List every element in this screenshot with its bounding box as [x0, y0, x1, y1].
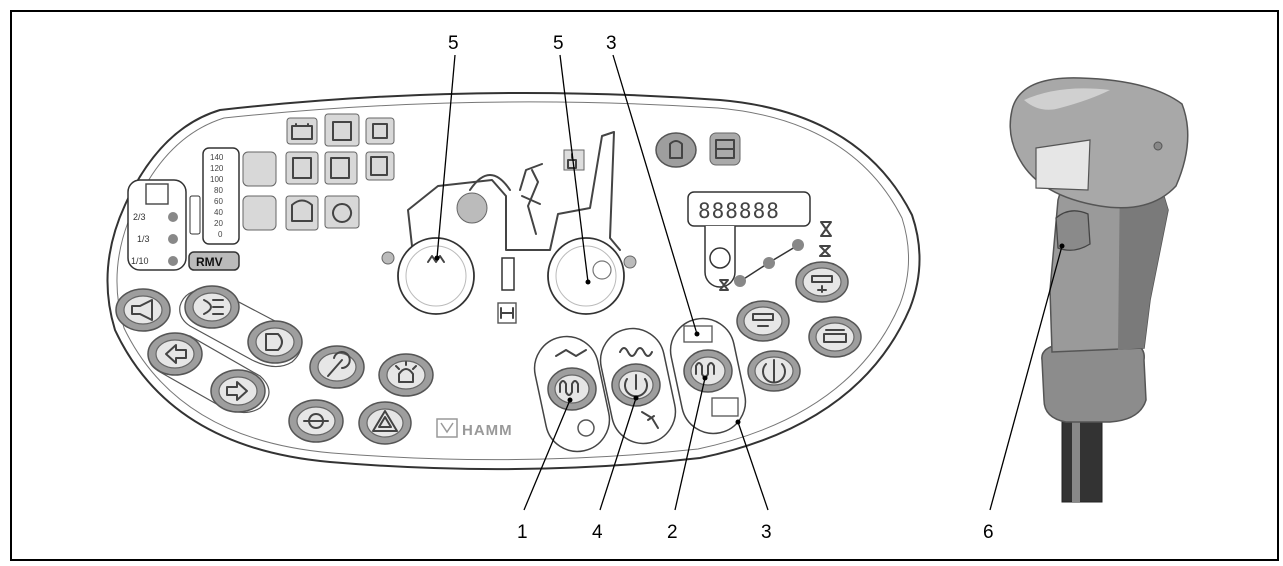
display-key-hole [710, 248, 730, 268]
callout-2: 2 [667, 522, 678, 543]
pressure-lamp [325, 196, 359, 228]
joystick-illustration [1010, 78, 1188, 502]
rear-drum-lamp [624, 256, 636, 268]
speed-tick-120: 120 [210, 164, 224, 173]
speed-tick-100: 100 [210, 175, 224, 184]
callout-4: 4 [592, 522, 603, 543]
blank-lamp-1 [243, 152, 276, 186]
speed-tick-0: 0 [218, 230, 223, 239]
ratio-2-3-led [168, 212, 178, 222]
vibration-mode-icon [146, 184, 168, 204]
headlight-button-face [256, 328, 294, 356]
joystick-collar [1042, 342, 1146, 422]
roller-joint [502, 258, 514, 290]
hazard-button-face [367, 409, 403, 437]
rear-vib-drum-icon [712, 398, 738, 416]
leader-5-left-dot [435, 256, 440, 261]
ratio-2-3: 2/3 [133, 212, 146, 222]
roller-seat-badge [457, 193, 487, 223]
rear-drum [548, 238, 624, 314]
speed-tick-140: 140 [210, 153, 224, 162]
ratio-1-3: 1/3 [137, 234, 150, 244]
joystick-side-screw [1154, 142, 1162, 150]
leader-6-dot [1060, 244, 1065, 249]
leader-4-dot [634, 396, 639, 401]
speed-arrow-bar [190, 196, 200, 234]
leader-3-bottom-dot [736, 420, 741, 425]
brand-mark: HAMM [437, 419, 513, 439]
ratio-1-3-led [168, 234, 178, 244]
turn-right-button-face [219, 377, 257, 405]
rmv-label: RMV [196, 255, 223, 269]
ratio-1-10-led [168, 256, 178, 266]
blank-lamp-2 [243, 196, 276, 230]
speed-tick-60: 60 [214, 197, 223, 206]
callout-5-right: 5 [553, 33, 564, 54]
speed-tick-40: 40 [214, 208, 223, 217]
joystick-thumb-switch[interactable] [1036, 140, 1090, 190]
amplitude-led-1 [734, 275, 746, 287]
callout-3-bottom: 3 [761, 522, 772, 543]
front-drum-lamp [382, 252, 394, 264]
joystick-shaft [1062, 410, 1102, 502]
amplitude-led-3 [792, 239, 804, 251]
coolant-temp-button[interactable] [656, 133, 696, 167]
crusher-mode-button-face [816, 323, 854, 351]
brand-logo-icon [437, 419, 457, 437]
filter-lamp [286, 152, 318, 184]
leader-5-right-dot [586, 280, 591, 285]
turn-left-button-face [156, 340, 194, 368]
callout-3-top: 3 [606, 33, 617, 54]
speed-tick-20: 20 [214, 219, 223, 228]
leader-2-dot [703, 376, 708, 381]
brand-name: HAMM [462, 422, 513, 439]
coolant-lamp [325, 152, 357, 184]
horn-button-face [124, 296, 162, 324]
control-panel: 140 120 100 80 60 40 20 0 2/3 1/3 1/10 R… [107, 93, 919, 469]
speed-tick-80: 80 [214, 186, 223, 195]
hydraulic-lamp [366, 118, 394, 144]
amplitude-led-2 [763, 257, 775, 269]
callout-6: 6 [983, 522, 994, 543]
callout-5-left: 5 [448, 33, 459, 54]
leader-1-dot [568, 398, 573, 403]
display-digits: 888888 [698, 199, 780, 223]
callout-1: 1 [517, 522, 528, 543]
ratio-1-10: 1/10 [131, 256, 149, 266]
joystick-shaft-highlight [1072, 410, 1080, 502]
engine-oil-lamp [325, 114, 359, 146]
front-drum [398, 238, 474, 314]
leader-3-top-dot [695, 332, 700, 337]
